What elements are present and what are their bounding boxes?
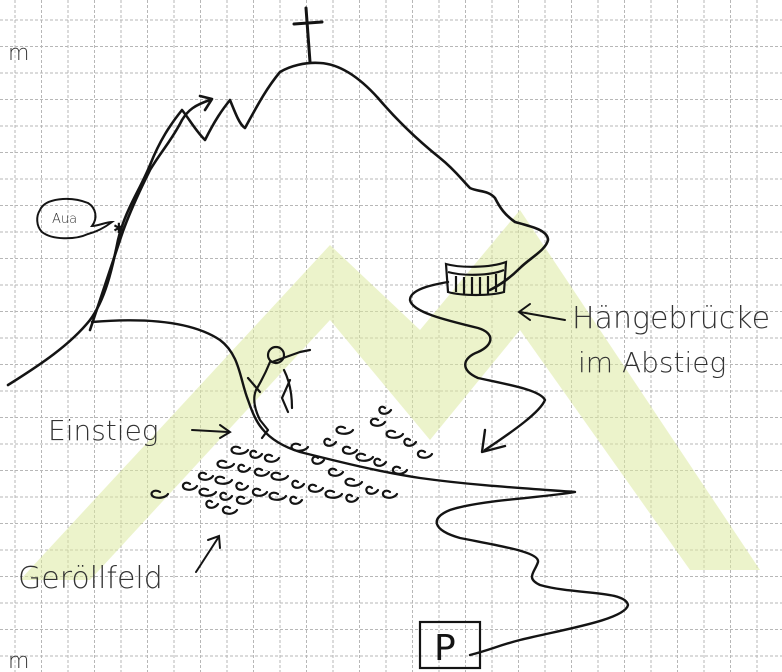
scree-stone (251, 487, 269, 497)
scree-stone (230, 445, 250, 455)
scree-stone (307, 483, 325, 493)
scree-stone (249, 449, 264, 459)
scree-stone (237, 463, 252, 473)
impact-star-icon: ✱ (113, 221, 125, 237)
margin-mark-top: m (8, 41, 29, 66)
aua-label: Aua (52, 212, 77, 227)
climber-figure-icon (246, 345, 312, 440)
einstieg-label: Einstieg (48, 414, 159, 447)
scree-stone (385, 429, 405, 439)
abstieg-label: im Abstieg (578, 346, 726, 379)
scree-stone (253, 467, 271, 477)
scree-stone (268, 491, 288, 501)
scree-stone (403, 437, 418, 447)
ascent-arrow-head (198, 94, 214, 112)
aua-speech-bubble: Aua ✱ (36, 197, 125, 240)
scree-stone (373, 457, 388, 467)
geroellfeld-arrow (195, 534, 221, 573)
scree-stone (365, 485, 380, 495)
scree-stone (181, 481, 199, 491)
einstieg-arrow (191, 424, 232, 439)
scree-stone (270, 471, 290, 481)
scree-stone (198, 487, 218, 497)
scree-stone (381, 489, 399, 499)
scree-stone (324, 489, 344, 499)
scree-stone (235, 481, 250, 491)
scree-stone (235, 495, 253, 505)
summit-cross-icon (292, 6, 324, 64)
geroellfeld-label: Geröllfeld (18, 561, 163, 596)
scree-stone (221, 505, 239, 515)
scree-stone (378, 405, 393, 415)
scree-stone (291, 479, 306, 489)
east-face (376, 96, 550, 292)
bridge-icon (444, 260, 508, 297)
watermark-mountain-logo (20, 210, 760, 580)
parking-sign-icon: P (418, 620, 482, 670)
scree-stone (290, 442, 310, 452)
scree-stone (263, 453, 281, 463)
scree-stone (335, 425, 355, 435)
scree-stone (197, 471, 215, 481)
parking-label: P (434, 628, 456, 669)
ascent-route (88, 98, 212, 332)
mountain-outline (6, 61, 550, 387)
scree-stone (327, 467, 345, 477)
scree-stone (323, 437, 338, 447)
scree-stone (205, 499, 220, 509)
scree-stone (344, 477, 364, 487)
scree-stone (311, 455, 326, 465)
west-ridge (6, 61, 380, 387)
scree-stone (355, 452, 375, 462)
descent-route (408, 280, 547, 454)
scree-stone (369, 417, 387, 427)
descent-arrow-head (480, 428, 507, 454)
scree-stone (345, 493, 360, 503)
scree-stone (341, 445, 359, 455)
scree-stone (416, 449, 434, 459)
scree-stone (216, 459, 236, 469)
scree-stone (214, 475, 234, 485)
bridge-label-arrow (517, 303, 566, 321)
scree-stone (150, 489, 170, 499)
scree-stone (219, 491, 234, 501)
scree-stone (289, 495, 304, 505)
scree-field (150, 405, 434, 515)
margin-mark-bottom: m (8, 649, 29, 672)
scree-stone (391, 465, 409, 475)
haengebruecke-label: Hängebrücke (572, 301, 770, 336)
approach-path (90, 319, 630, 657)
